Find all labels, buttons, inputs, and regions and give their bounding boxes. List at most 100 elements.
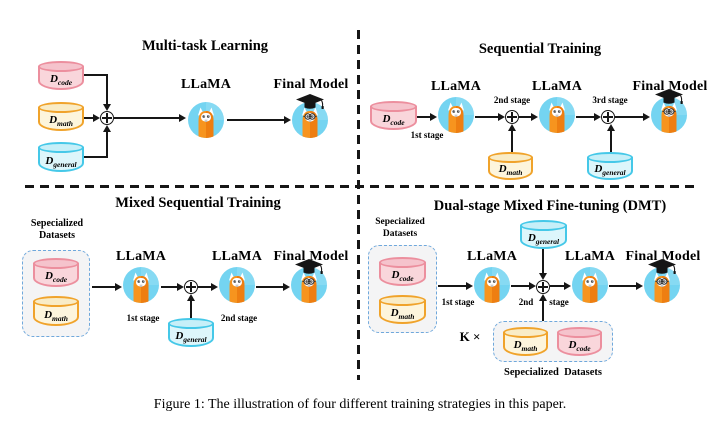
dataset-cylinder-code: Dcode (33, 258, 79, 287)
arrowhead (564, 282, 571, 290)
connector-line (550, 285, 564, 287)
stage-label: stage (549, 297, 569, 307)
dataset-label: Dcode (391, 268, 414, 283)
dataset-cylinder-code: Dcode (370, 101, 417, 130)
cylinder-top (38, 102, 84, 113)
connector-line (610, 131, 612, 152)
dataset-cylinder-general: Dgeneral (587, 152, 633, 180)
quadrant-title-multi-task: Multi-task Learning (141, 38, 269, 54)
arrowhead (531, 113, 538, 121)
arrowhead (594, 113, 601, 121)
llama-graduate-icon (290, 254, 328, 304)
dataset-cylinder-code: Dcode (379, 257, 426, 286)
specialized-datasets-label: Sepecialized Datasets (375, 217, 425, 239)
arrowhead (508, 124, 516, 131)
stage-label: 3rd stage (592, 95, 628, 105)
specialized-datasets-label: Sepecialized Datasets (30, 218, 84, 241)
dataset-cylinder-general: Dgeneral (168, 318, 214, 347)
connector-line (511, 131, 513, 152)
final-model-label: Final Model (632, 79, 708, 94)
cylinder-top (379, 295, 426, 306)
dataset-label: Dgeneral (594, 162, 626, 177)
llama-face-icon (187, 101, 225, 139)
cylinder-top (33, 258, 79, 269)
circled-plus-icon (601, 110, 615, 124)
dataset-cylinder-math: Dmath (38, 102, 84, 131)
cylinder-top (38, 61, 84, 72)
llama-face-icon (473, 266, 511, 304)
connector-line (198, 286, 211, 288)
arrowhead (529, 282, 536, 290)
stage-label: 2nd (518, 297, 534, 307)
cylinder-top (488, 152, 533, 163)
quadrant-title-mixed-sequential: Mixed Sequential Training (115, 195, 281, 211)
cylinder-top (168, 318, 214, 329)
connector-line (190, 301, 192, 318)
dataset-cylinder-code: Dcode (557, 327, 602, 356)
cylinder-top (38, 142, 84, 153)
arrowhead (284, 116, 291, 124)
model-label: LLaMA (116, 249, 166, 264)
arrowhead (636, 282, 643, 290)
dataset-label: Dmath (498, 162, 523, 177)
connector-line (114, 117, 179, 119)
dataset-cylinder-math: Dmath (33, 296, 79, 326)
arrowhead (643, 113, 650, 121)
connector-line (576, 116, 594, 118)
arrowhead (103, 104, 111, 111)
connector-line (542, 249, 544, 273)
dataset-label: Dmath (44, 308, 68, 323)
dataset-cylinder-math: Dmath (379, 295, 426, 324)
arrowhead (539, 273, 547, 280)
model-label: LLaMA (181, 77, 231, 92)
llama-face-icon (218, 266, 256, 304)
dataset-label: Dgeneral (175, 329, 207, 344)
dataset-cylinder-code: Dcode (38, 61, 84, 90)
llama-face-icon (538, 96, 576, 134)
horizontal-divider (25, 185, 695, 188)
connector-line (438, 285, 466, 287)
cylinder-top (587, 152, 633, 163)
connector-line (92, 286, 115, 288)
llama-face-icon (122, 266, 160, 304)
dataset-label: Dcode (49, 72, 73, 87)
stage-label: 2nd stage (220, 313, 258, 323)
k-times-label: K × (459, 329, 481, 344)
final-model-label: Final Model (273, 77, 349, 92)
arrowhead (283, 283, 290, 291)
cylinder-body (488, 157, 533, 180)
llama-face-icon (571, 266, 609, 304)
connector-line (161, 286, 177, 288)
connector-line (511, 285, 529, 287)
connector-line (542, 301, 544, 321)
dataset-label: Dgeneral (527, 231, 560, 246)
arrowhead (115, 283, 122, 291)
arrowhead (466, 282, 473, 290)
circled-plus-icon (505, 110, 519, 124)
dataset-cylinder-math: Dmath (488, 152, 533, 180)
dataset-label: Dmath (390, 306, 415, 321)
connector-line (609, 285, 636, 287)
connector-line (84, 156, 108, 158)
connector-line (106, 132, 108, 158)
stage-label: 1st stage (126, 313, 160, 323)
connector-line (84, 74, 108, 76)
llama-graduate-icon (650, 84, 688, 134)
arrowhead (607, 124, 615, 131)
dataset-label: Dgeneral (45, 154, 77, 169)
dataset-label: Dcode (382, 112, 405, 127)
quadrant-title-dmt: Dual-stage Mixed Fine-tuning (DMT) (433, 198, 667, 214)
dataset-label: Dmath (513, 338, 538, 353)
model-label: LLaMA (431, 79, 481, 94)
dataset-label: Dcode (568, 338, 591, 353)
connector-line (84, 117, 93, 119)
connector-line (227, 119, 284, 121)
vertical-divider (357, 30, 360, 380)
arrowhead (430, 113, 437, 121)
arrowhead (179, 114, 186, 122)
arrowhead (498, 113, 505, 121)
quadrant-title-sequential: Sequential Training (478, 41, 602, 57)
connector-line (615, 116, 643, 118)
final-model-label: Final Model (625, 249, 701, 264)
model-label: LLaMA (532, 79, 582, 94)
